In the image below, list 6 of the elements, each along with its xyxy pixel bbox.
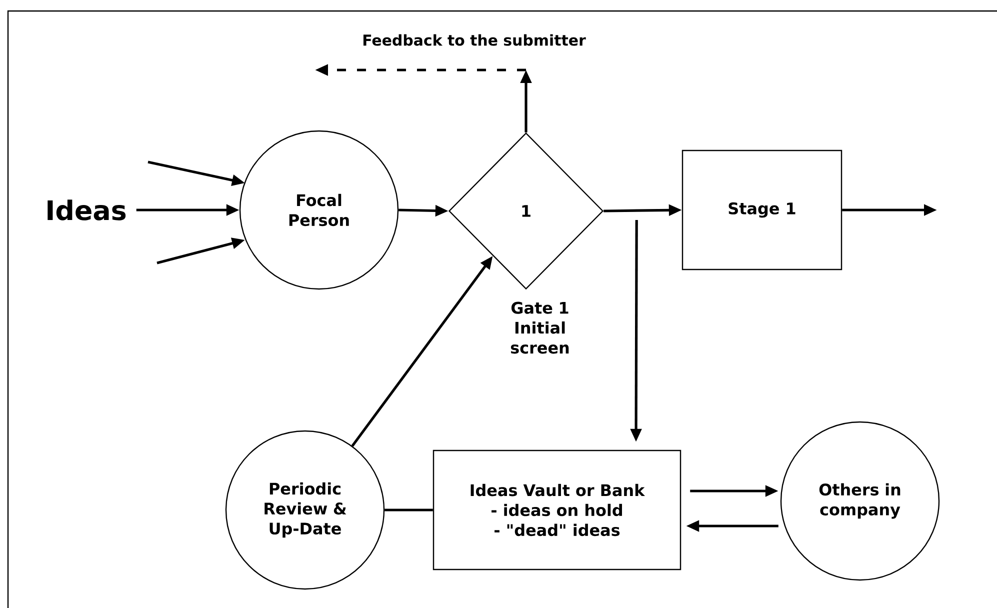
process-box: Ideas Vault or Bank - ideas on hold - "dead" ideas (432, 450, 682, 570)
process-box: Stage 1 (682, 150, 842, 270)
gate-caption: Gate 1 Initial screen (510, 302, 569, 354)
feedback-label: Feedback to the submitter (363, 34, 586, 46)
connector-line (384, 508, 433, 512)
idea-label: Ideas (48, 200, 126, 220)
